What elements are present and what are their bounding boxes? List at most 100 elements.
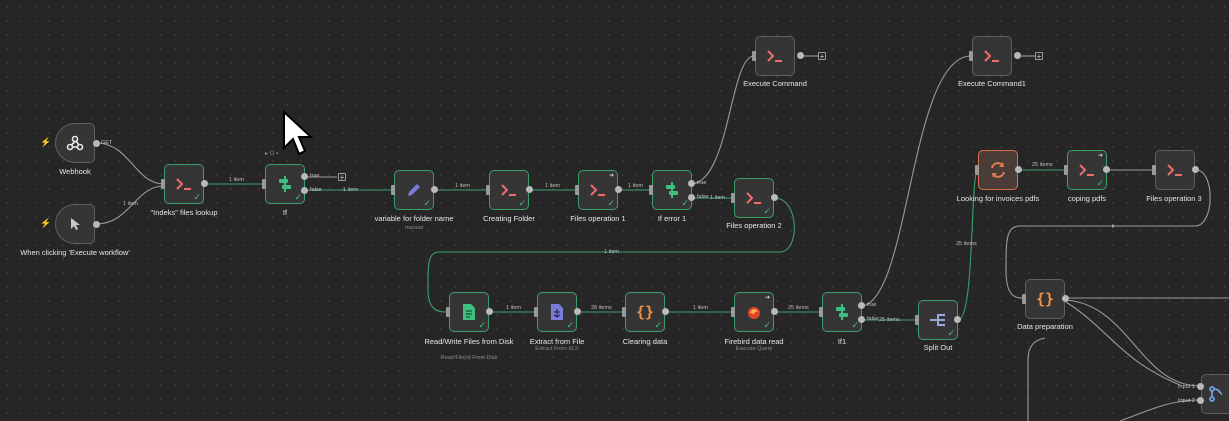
trigger-bolt-icon: ⚡: [40, 137, 52, 147]
clearing-input-port[interactable]: [622, 307, 626, 317]
iferror-false-label: false: [697, 194, 709, 200]
node-webhook[interactable]: [55, 123, 95, 163]
if-input-port[interactable]: [262, 179, 266, 189]
creating-output-port[interactable]: [526, 186, 533, 193]
creating-input-port[interactable]: [486, 185, 490, 195]
wire-files2-readwrite[interactable]: [427, 197, 795, 313]
looking-input-port[interactable]: [975, 165, 979, 175]
files2-output-port[interactable]: [771, 194, 778, 201]
if-false-port[interactable]: [301, 187, 308, 194]
extract-output-port[interactable]: [574, 308, 581, 315]
webhook-port-label: GET: [101, 140, 113, 146]
node-files-op3[interactable]: [1155, 150, 1195, 190]
files3-input-port[interactable]: [1152, 165, 1156, 175]
files1-output-port[interactable]: [615, 186, 622, 193]
node-execute-command1[interactable]: [972, 36, 1012, 76]
variable-label: variable for folder name: [374, 214, 454, 223]
read-write-sublabel: Read File(s) From Disk: [440, 355, 498, 361]
wire-merge-input2[interactable]: [1119, 399, 1201, 421]
if1-false-label: false: [867, 316, 879, 322]
merge-input2-port[interactable]: [1197, 397, 1204, 404]
iferror-false-port[interactable]: [688, 194, 695, 201]
node-read-write[interactable]: ✓: [449, 292, 489, 332]
node-execute-command[interactable]: [755, 36, 795, 76]
node-coping-pdfs[interactable]: ➜ ✓: [1067, 150, 1107, 190]
node-extract[interactable]: ✓: [537, 292, 577, 332]
node-files-op2[interactable]: ✓: [734, 178, 774, 218]
clearing-output-port[interactable]: [662, 308, 669, 315]
readwrite-input-port[interactable]: [446, 307, 450, 317]
add-node-button[interactable]: +: [818, 52, 826, 61]
iferror-true-port[interactable]: [688, 180, 695, 187]
wire-files3-dataprep[interactable]: [1005, 169, 1211, 299]
indeks-input-port[interactable]: [161, 179, 165, 189]
success-check-icon: ✓: [851, 320, 859, 330]
node-indeks-lookup[interactable]: ✓: [164, 164, 204, 204]
looking-label: Looking for invoices pdfs: [956, 194, 1040, 203]
exec-output-port[interactable]: [797, 52, 804, 59]
variable-output-port[interactable]: [431, 186, 438, 193]
wire-dataprep-merge1[interactable]: [1065, 299, 1201, 387]
wire-bottom-left[interactable]: [1027, 337, 1046, 421]
node-toolbar-icons[interactable]: ▸ ⏻ ▪: [265, 151, 279, 157]
node-if[interactable]: ✓: [265, 164, 305, 204]
node-manual-trigger[interactable]: [55, 204, 95, 244]
firebird-input-port[interactable]: [731, 307, 735, 317]
looking-output-port[interactable]: [1015, 166, 1022, 173]
files1-input-port[interactable]: [575, 185, 579, 195]
node-variable[interactable]: ✓: [394, 170, 434, 210]
wire-webhook-indeks[interactable]: [95, 142, 165, 185]
iferror-input-port[interactable]: [649, 185, 653, 195]
if1-false-port[interactable]: [858, 316, 865, 323]
readwrite-output-port[interactable]: [486, 308, 493, 315]
coping-output-port[interactable]: [1103, 166, 1110, 173]
wire-arrow: [1112, 224, 1116, 228]
node-looking-invoices[interactable]: [978, 150, 1018, 190]
node-firebird[interactable]: ➜ ✓: [734, 292, 774, 332]
terminal-icon: [756, 37, 794, 75]
variable-input-port[interactable]: [391, 185, 395, 195]
node-if1[interactable]: ✓: [822, 292, 862, 332]
add-node-button[interactable]: +: [338, 173, 346, 182]
success-check-icon: ✓: [763, 206, 771, 216]
if1-true-port[interactable]: [858, 302, 865, 309]
wire-manual-indeks[interactable]: [95, 185, 165, 225]
extract-input-port[interactable]: [534, 307, 538, 317]
success-check-icon: ✓: [423, 198, 431, 208]
manual-output-port[interactable]: [93, 221, 100, 228]
coping-input-port[interactable]: [1064, 165, 1068, 175]
if-true-port[interactable]: [301, 173, 308, 180]
wire-dataprep-out2[interactable]: [1065, 301, 1181, 386]
terminal-icon: [165, 165, 203, 203]
node-files-op1[interactable]: ➜ ✓: [578, 170, 618, 210]
node-data-preparation[interactable]: {}: [1025, 279, 1065, 319]
node-clearing-data[interactable]: {} ✓: [625, 292, 665, 332]
wire-split-looking[interactable]: [957, 169, 979, 321]
exec-input-port[interactable]: [752, 51, 756, 61]
wire-if1-exec1[interactable]: [861, 55, 972, 307]
files3-output-port[interactable]: [1192, 166, 1199, 173]
node-creating-folder[interactable]: ✓: [489, 170, 529, 210]
exec1-input-port[interactable]: [969, 51, 973, 61]
clearing-label: Clearing data: [622, 337, 668, 346]
node-merge[interactable]: [1201, 374, 1229, 414]
wire-iferror-exec[interactable]: [691, 55, 755, 185]
webhook-output-port[interactable]: [93, 140, 100, 147]
split-input-port[interactable]: [915, 315, 919, 325]
add-node-button[interactable]: +: [1035, 52, 1043, 61]
code-braces-icon: {}: [1035, 290, 1055, 308]
dataprep-input-port[interactable]: [1022, 294, 1026, 304]
dataprep-output-port[interactable]: [1062, 295, 1069, 302]
node-if-error[interactable]: ✓: [652, 170, 692, 210]
indeks-output-port[interactable]: [201, 180, 208, 187]
split-output-port[interactable]: [954, 316, 961, 323]
merge-input1-port[interactable]: [1197, 383, 1204, 390]
files2-input-port[interactable]: [731, 193, 735, 203]
node-split-out[interactable]: ✓: [918, 300, 958, 340]
exec1-output-port[interactable]: [1014, 52, 1021, 59]
firebird-output-port[interactable]: [771, 308, 778, 315]
wire-label: 1 item: [628, 183, 643, 189]
if1-input-port[interactable]: [819, 307, 823, 317]
